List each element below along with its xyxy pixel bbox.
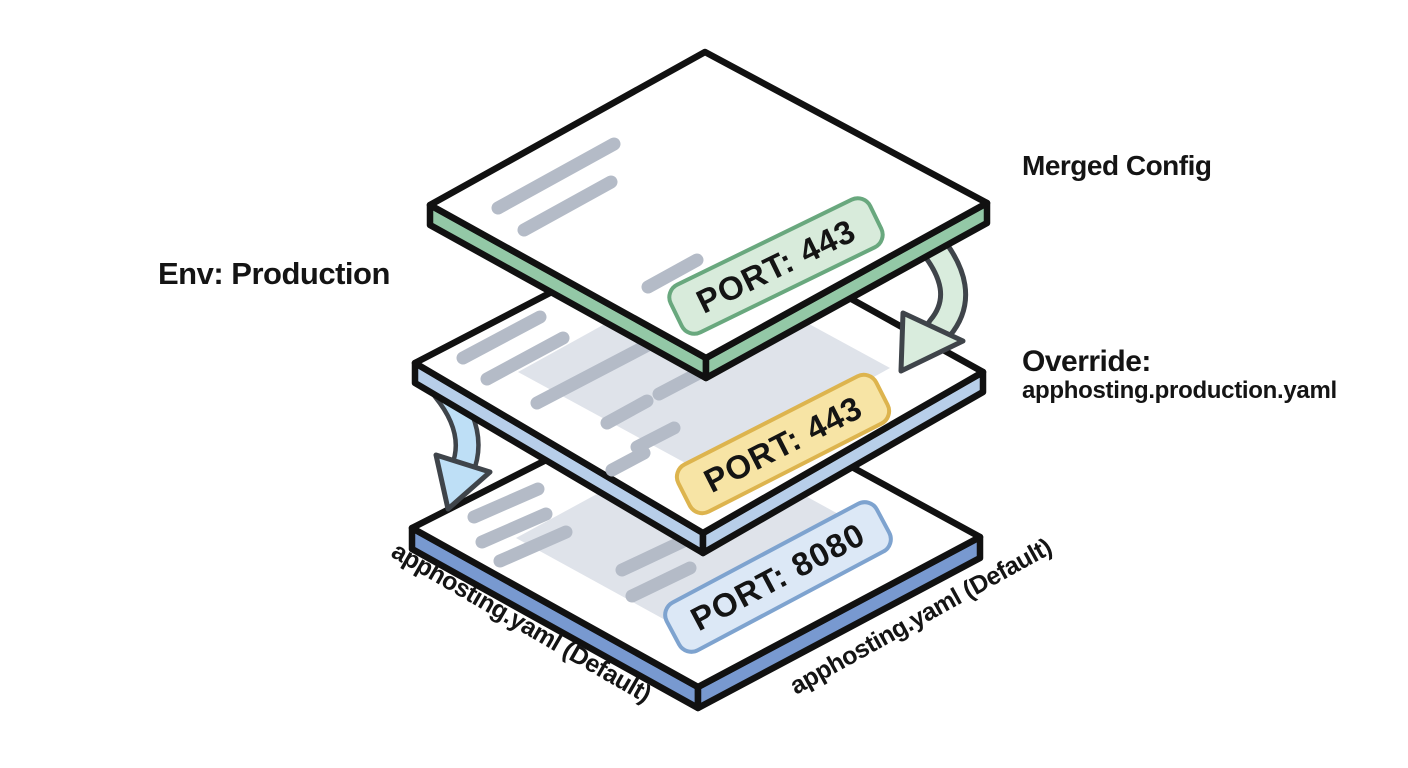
placeholder-line [475, 507, 553, 549]
placeholder-line [652, 366, 706, 401]
placeholder-line [600, 394, 654, 430]
placeholder-line [625, 561, 697, 603]
placeholder-lines-default [467, 482, 697, 603]
placeholder-line [517, 175, 618, 237]
layer-merged [426, 48, 991, 382]
arrow-head [898, 310, 966, 374]
placeholder-line [491, 137, 621, 215]
placeholder-lines-merged [491, 137, 704, 294]
placeholder-line [456, 310, 547, 365]
placeholder-line [480, 331, 570, 386]
placeholder-lines-override [456, 310, 706, 477]
placeholder-line [615, 531, 697, 577]
placeholder-line [605, 446, 651, 477]
layer-merged-face [426, 48, 991, 362]
env-label: Env: Production [158, 256, 390, 291]
placeholder-line [493, 525, 573, 568]
override-label-filename: apphosting.production.yaml [1022, 377, 1337, 404]
override-label-title: Override: [1022, 345, 1151, 378]
placeholder-line [641, 253, 704, 294]
arrow-head [433, 452, 493, 512]
override-label: Override: apphosting.production.yaml [1022, 345, 1337, 404]
placeholder-line [630, 421, 681, 454]
placeholder-line [530, 339, 653, 410]
merged-config-label: Merged Config [1022, 150, 1212, 181]
placeholder-line [467, 482, 545, 524]
